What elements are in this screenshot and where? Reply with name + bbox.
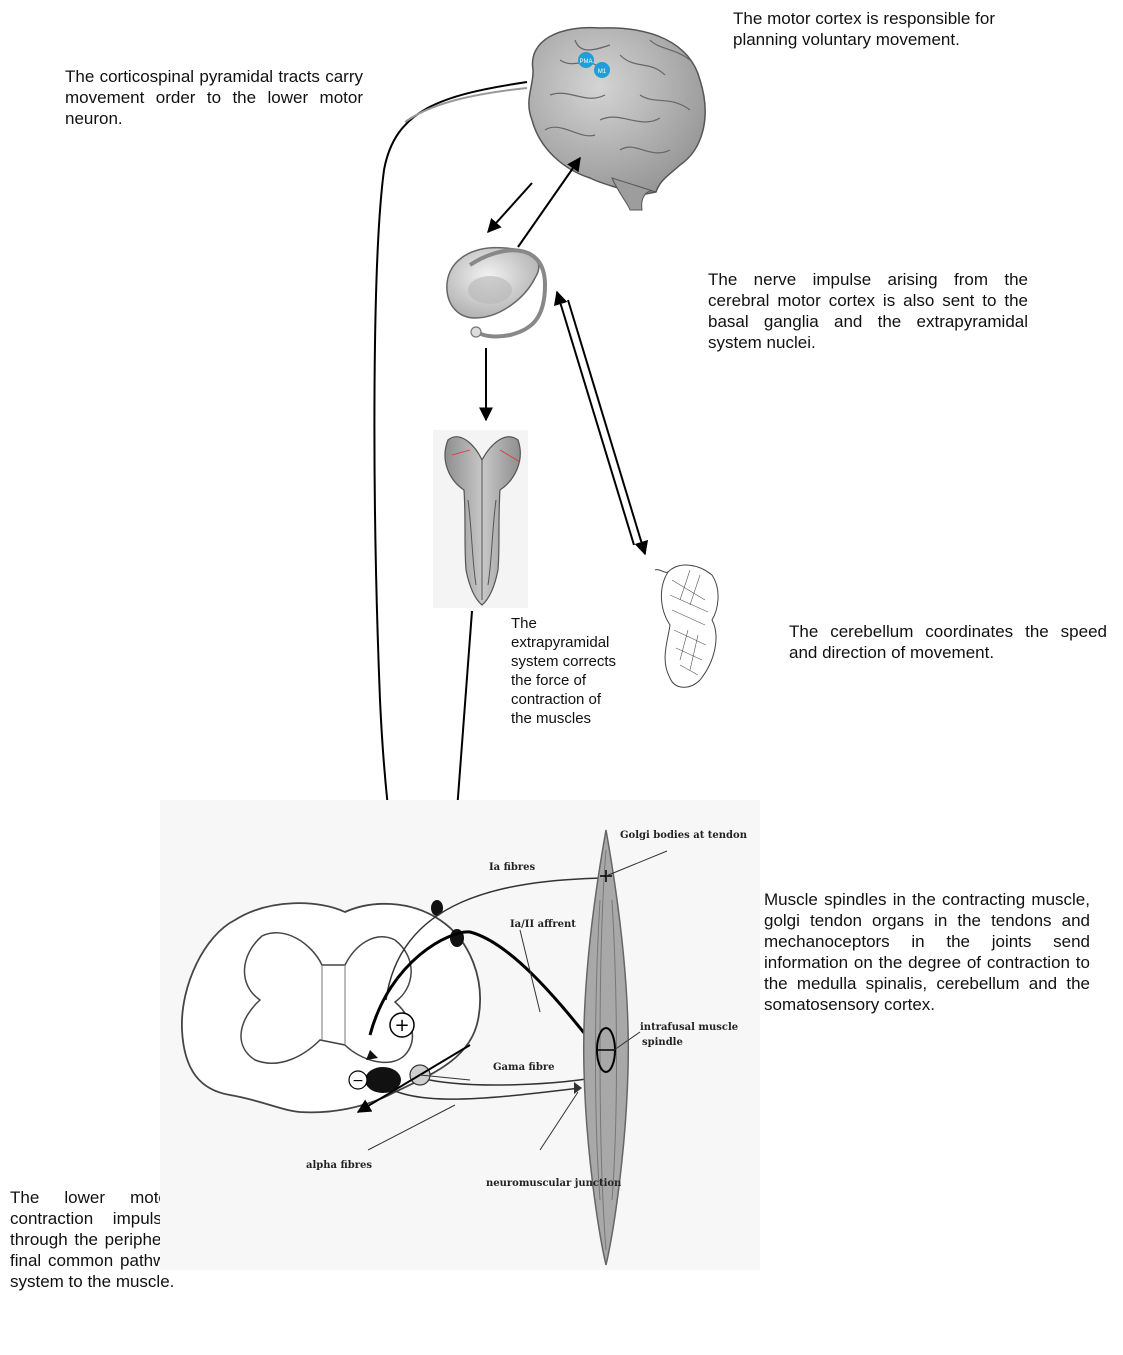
golgi-label: Golgi bodies at tendon <box>620 830 748 841</box>
arrow-basal-ganglia-to-cortex <box>518 158 580 247</box>
brainstem-illustration <box>433 430 528 608</box>
m1-label: M1 <box>598 69 607 75</box>
brain-illustration: PMA M1 <box>529 28 705 210</box>
arrow-cortex-to-basal-ganglia <box>488 183 532 232</box>
gama-fibre-label: Gama fibre <box>493 1062 554 1073</box>
arrow-basal-ganglia-to-cerebellum <box>568 300 645 554</box>
pma-label: PMA <box>579 59 592 65</box>
ia-ii-afferent-label: Ia/II affrent <box>510 919 576 930</box>
basal-ganglia-illustration <box>447 248 545 337</box>
cerebellum-illustration <box>655 565 718 687</box>
intrafusal-label: intrafusal muscle <box>640 1022 738 1033</box>
spinal-cord-section: + − Golgi bodies at tendon Ia fibres Ia/… <box>160 800 760 1270</box>
ia-fibres-label: Ia fibres <box>489 862 536 873</box>
inhibitory-symbol: − <box>352 1073 364 1089</box>
arrow-cerebellum-to-basal-ganglia <box>557 292 634 545</box>
alpha-fibres-label: alpha fibres <box>306 1160 372 1171</box>
spindle-label: spindle <box>642 1037 683 1048</box>
excitatory-symbol: + <box>394 1015 409 1036</box>
neuromuscular-label: neuromuscular junction <box>486 1178 622 1189</box>
